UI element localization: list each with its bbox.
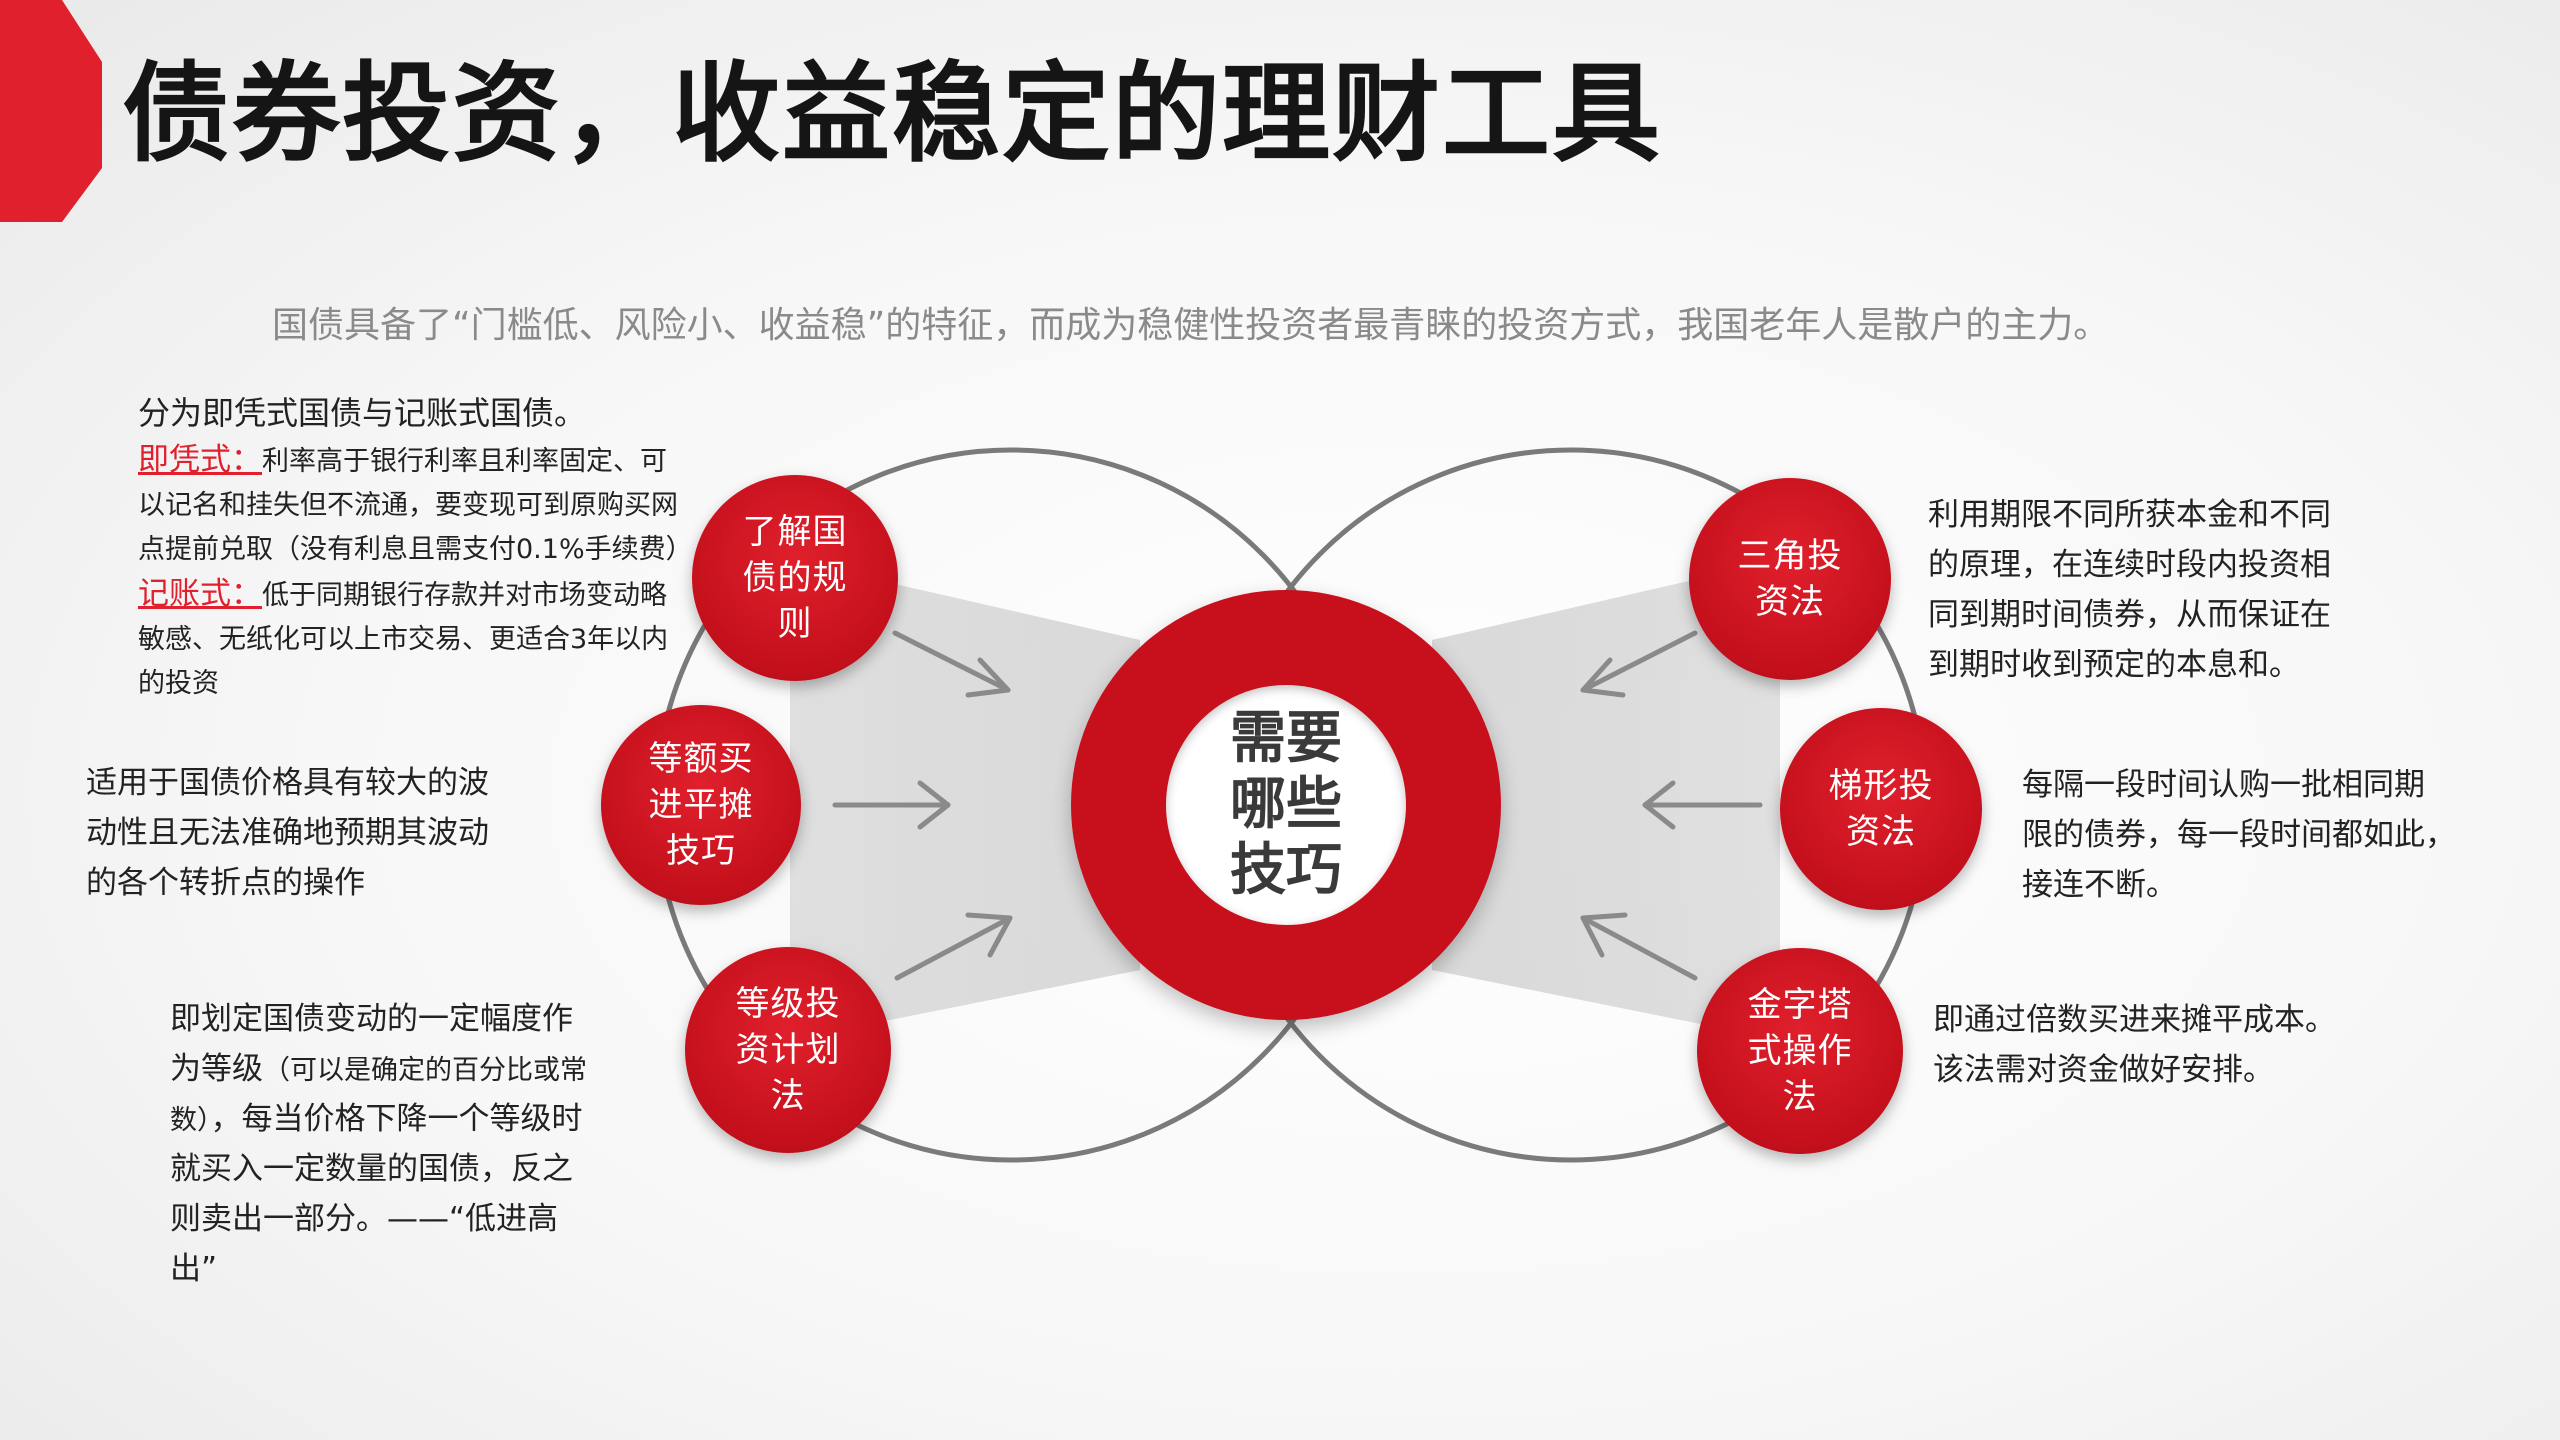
desc-grade-plan: 即划定国债变动的一定幅度作 为等级（可以是确定的百分比或常 数），每当价格下降一… <box>170 1001 587 1287</box>
arrow-grade-plan <box>894 912 1013 981</box>
page-title: 债券投资，收益稳定的理财工具 <box>122 52 1663 177</box>
desc-know-rules-intro: 分为即凭式国债与记账式国债。 <box>138 394 587 432</box>
desc-type1: 即凭式：利率高于银行利率且利率固定、可 以记名和挂失但不流通，要变现可到原购买网… <box>138 442 693 565</box>
arrow-know-rules <box>892 630 1011 698</box>
desc-know-rules: 分为即凭式国债与记账式国债。 即凭式：利率高于银行利率且利率固定、可 以记名和挂… <box>138 388 698 706</box>
node-know-rules: 了解国 债的规 则 <box>692 475 898 681</box>
type1-label: 即凭式： <box>138 442 262 478</box>
page-subtitle: 国债具备了“门槛低、风险小、收益稳”的特征，而成为稳健性投资者最青睐的投资方式，… <box>272 305 2110 346</box>
desc-type2: 记账式：低于同期银行存款并对市场变动略 敏感、无纸化可以上市交易、更适合3年以内… <box>138 576 669 699</box>
desc-ladder: 每隔一段时间认购一批相同期 限的债券，每一段时间都如此， 接连不断。 <box>2022 767 2456 903</box>
right-wedge <box>1432 560 1780 1040</box>
center-label: 需要 哪些 技巧 <box>1166 685 1406 925</box>
desc-triangle: 利用期限不同所获本金和不同 的原理，在连续时段内投资相 同到期时间债券，从而保证… <box>1928 497 2331 683</box>
type2-label: 记账式： <box>138 576 262 612</box>
left-wedge <box>790 560 1140 1040</box>
node-triangle: 三角投 资法 <box>1689 478 1891 680</box>
arrow-ladder <box>1642 780 1763 830</box>
node-grade-plan: 等级投 资计划 法 <box>685 947 891 1153</box>
arrow-pyramid <box>1580 912 1698 981</box>
arrow-triangle <box>1580 630 1698 698</box>
arrow-equal-buy <box>832 780 951 830</box>
desc-equal-buy: 适用于国债价格具有较大的波 动性且无法准确地预期其波动 的各个转折点的操作 <box>86 765 489 901</box>
node-ladder: 梯形投 资法 <box>1780 708 1982 910</box>
desc-pyramid: 即通过倍数买进来摊平成本。 该法需对资金做好安排。 <box>1933 1002 2336 1088</box>
node-equal-buy: 等额买 进平摊 技巧 <box>601 705 801 905</box>
node-pyramid: 金字塔 式操作 法 <box>1697 948 1903 1154</box>
corner-tab-decoration <box>0 0 102 222</box>
